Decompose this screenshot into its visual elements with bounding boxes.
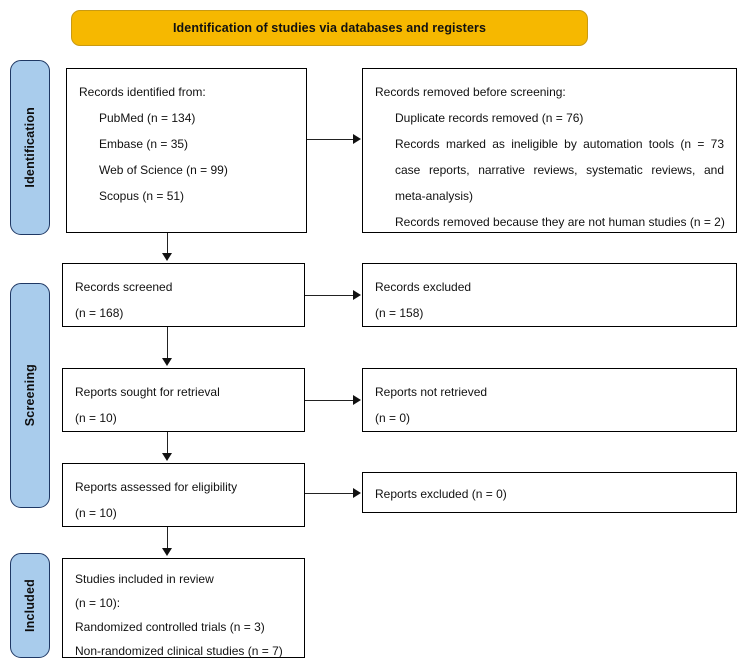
- studies-included-label: Studies included in review: [75, 572, 214, 586]
- phase-label-included: Included: [23, 579, 37, 632]
- studies-included-rct: Randomized controlled trials (n = 3): [75, 620, 265, 634]
- arrowhead-down-to-screened: [162, 253, 172, 261]
- arrowhead-down-to-included: [162, 548, 172, 556]
- connector-identified-to-screened: [167, 233, 168, 255]
- records-identified-source-web-of-science: Web of Science (n = 99): [99, 163, 228, 177]
- diagram-title-banner: Identification of studies via databases …: [71, 10, 588, 46]
- connector-screened-to-excluded: [305, 295, 355, 296]
- studies-included-non-randomized: Non-randomized clinical studies (n = 7): [75, 644, 283, 658]
- studies-included-count: (n = 10):: [75, 596, 121, 610]
- records-removed-non-human: Records removed because they are not hum…: [395, 215, 725, 229]
- records-excluded-label: Records excluded: [375, 280, 472, 294]
- arrowhead-down-to-assessed: [162, 453, 172, 461]
- records-removed-duplicates: Duplicate records removed (n = 76): [395, 111, 584, 125]
- box-reports-sought-for-retrieval: Reports sought for retrieval (n = 10): [62, 368, 305, 432]
- records-excluded-count: (n = 158): [375, 306, 424, 320]
- connector-sought-to-assessed: [167, 432, 168, 455]
- reports-excluded-label: Reports excluded (n = 0): [375, 487, 507, 501]
- records-identified-heading: Records identified from:: [79, 85, 206, 99]
- arrowhead-right-to-removed: [353, 134, 361, 144]
- phase-bar-identification: Identification: [10, 60, 50, 235]
- records-identified-source-embase: Embase (n = 35): [99, 137, 189, 151]
- records-removed-automation: Records marked as ineligible by automati…: [395, 137, 724, 203]
- records-identified-source-scopus: Scopus (n = 51): [99, 189, 185, 203]
- arrowhead-down-to-sought: [162, 358, 172, 366]
- phase-bar-screening: Screening: [10, 283, 50, 508]
- box-reports-assessed-for-eligibility: Reports assessed for eligibility (n = 10…: [62, 463, 305, 527]
- records-screened-count: (n = 168): [75, 306, 124, 320]
- reports-assessed-label: Reports assessed for eligibility: [75, 480, 238, 494]
- arrowhead-right-to-not-retrieved: [353, 395, 361, 405]
- box-records-screened: Records screened (n = 168): [62, 263, 305, 327]
- connector-identified-to-removed: [307, 139, 355, 140]
- arrowhead-right-to-reports-excluded: [353, 488, 361, 498]
- reports-sought-count: (n = 10): [75, 411, 117, 425]
- reports-assessed-count: (n = 10): [75, 506, 117, 520]
- records-identified-source-pubmed: PubMed (n = 134): [99, 111, 196, 125]
- box-records-removed-before-screening: Records removed before screening: Duplic…: [362, 68, 737, 233]
- reports-not-retrieved-count: (n = 0): [375, 411, 411, 425]
- box-reports-excluded: Reports excluded (n = 0): [362, 472, 737, 513]
- reports-sought-label: Reports sought for retrieval: [75, 385, 220, 399]
- connector-screened-to-sought: [167, 327, 168, 360]
- connector-assessed-to-reports-excluded: [305, 493, 355, 494]
- connector-assessed-to-included: [167, 527, 168, 550]
- reports-not-retrieved-label: Reports not retrieved: [375, 385, 488, 399]
- records-removed-heading: Records removed before screening:: [375, 85, 566, 99]
- diagram-title-text: Identification of studies via databases …: [172, 21, 487, 35]
- arrowhead-right-to-excluded: [353, 290, 361, 300]
- box-studies-included-in-review: Studies included in review (n = 10): Ran…: [62, 558, 305, 658]
- box-records-excluded: Records excluded (n = 158): [362, 263, 737, 327]
- phase-label-identification: Identification: [23, 107, 37, 188]
- connector-sought-to-not-retrieved: [305, 400, 355, 401]
- phase-label-screening: Screening: [23, 364, 37, 427]
- box-reports-not-retrieved: Reports not retrieved (n = 0): [362, 368, 737, 432]
- records-screened-label: Records screened: [75, 280, 173, 294]
- phase-bar-included: Included: [10, 553, 50, 658]
- box-records-identified: Records identified from: PubMed (n = 134…: [66, 68, 307, 233]
